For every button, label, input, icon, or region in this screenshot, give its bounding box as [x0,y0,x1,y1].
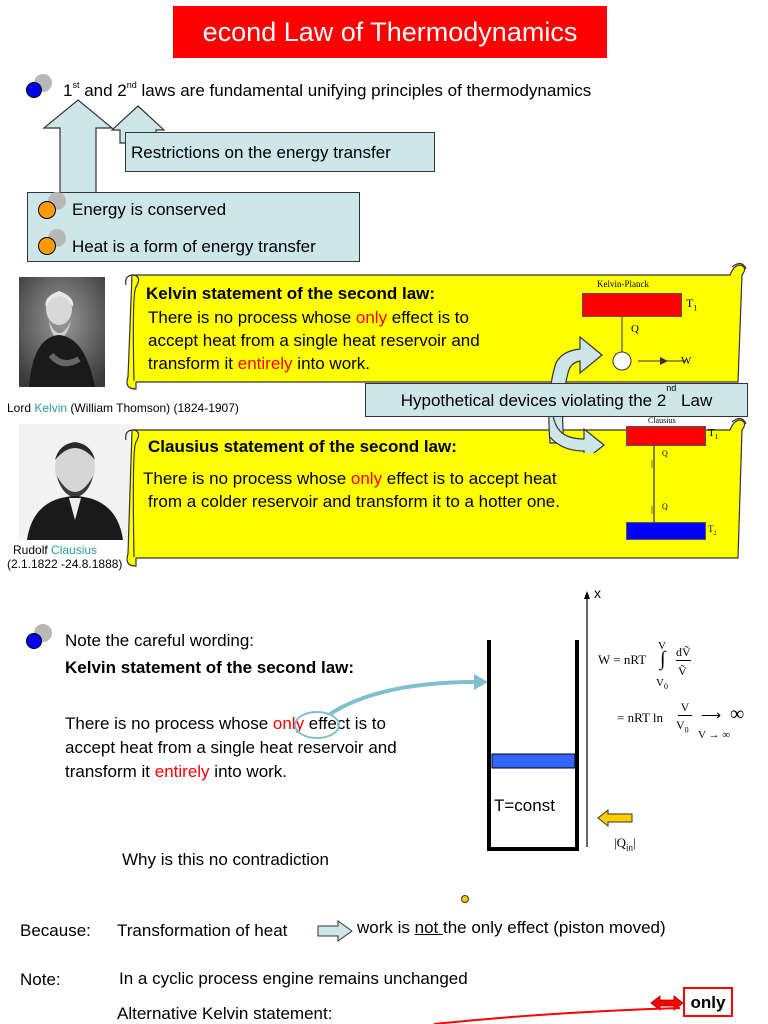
kelvin-line-2: accept heat from a single heat reservoir… [148,331,480,350]
only-highlight-arrow [294,674,488,739]
clausius-dates: (2.1.1822 -24.8.1888) [7,557,123,571]
kelvin-portrait [19,277,105,387]
clausius-line-1: There is no process whose only effect is… [143,469,557,488]
page-title: econd Law of Thermodynamics [173,6,607,58]
clausius-heading: Clausius statement of the second law: [148,437,457,456]
clausius-caption: Rudolf Clausius [13,543,98,557]
right-arrow-icon [317,920,353,942]
note-heading: Kelvin statement of the second law: [65,658,355,677]
limit-arrow: ⟶ [701,709,722,724]
kelvin-q-label: Q [631,323,639,335]
clausius-t1-label: T1 [708,427,719,442]
t1-label: T1 [686,296,698,313]
cold-reservoir [626,522,706,540]
note-line-3: transform it entirely into work. [65,762,288,781]
first-law-box [27,192,360,262]
hot-reservoir [626,426,706,446]
why-text: Why is this no contradiction [122,850,329,869]
because-label: Because: [20,921,91,940]
integrand-num: dṼ [676,645,691,661]
engine-diagram [612,317,686,371]
kelvin-line-1: There is no process whose only effect is… [148,308,469,327]
temperature-label: T=const [494,796,555,815]
heat-energy-text: Heat is a form of energy transfer [72,237,316,256]
kelvin-line-3: transform it entirely into work. [148,354,371,373]
integral-sign: ∫ [660,648,666,670]
because-transformation: Transformation of heat [117,921,288,940]
kelvin-heading: Kelvin statement of the second law: [146,284,436,303]
clausius-portrait [19,424,130,540]
bullet-icon [26,82,42,98]
note-line-2: accept heat from a single heat reservoir… [65,738,397,757]
restrictions-box: Restrictions on the energy transfer [125,132,435,172]
bullet-icon [26,633,42,649]
alternative-kelvin: Alternative Kelvin statement: [117,1004,333,1023]
heat-in-arrow-icon [597,808,633,828]
limit-subscript: V → ∞ [698,729,731,741]
energy-conserved-text: Energy is conserved [72,200,227,219]
bullet-icon [38,237,56,255]
integrand-den: Ṽ [678,664,687,678]
clausius-q-label: Q [662,449,668,458]
qin-label: |Qin| [614,835,636,853]
clausius-diagram-title: Clausius [648,416,676,425]
clausius-q-label: Q [662,502,668,511]
hot-reservoir [582,293,682,317]
integral-upper: V [658,640,666,652]
ln-formula: = nRT ln [617,710,664,725]
ln-den: V0 [676,718,689,735]
only-box: only [683,987,733,1017]
infinity-symbol: ∞ [730,703,745,725]
kelvin-diagram-title: Kelvin-Planck [597,279,649,289]
top-bullet-text: 1st and 2nd laws are fundamental unifyin… [63,80,592,101]
kelvin-caption: Lord Kelvin (William Thomson) (1824-1907… [7,401,239,415]
clausius-line-2: from a colder reservoir and transform it… [148,492,560,511]
dot-marker [461,895,469,903]
work-formula: W = nRT [598,652,647,667]
ln-num: V [678,700,692,716]
note-wording: Note the careful wording: [65,631,254,650]
note2-cyclic: In a cyclic process engine remains uncha… [119,969,468,988]
integral-lower: V0 [656,677,668,692]
clausius-t2-label: T2 [708,524,717,537]
red-curve-arrow [433,1007,681,1024]
x-axis-label: x [594,585,601,601]
note-line-1: There is no process whose only effect is… [65,714,386,733]
heat-flow-diagram [651,446,655,522]
clausius-scroll [125,417,747,567]
kelvin-w-label: W [681,355,692,367]
hypothetical-box: Hypothetical devices violating the 2nd L… [365,383,748,417]
bullet-icon [38,201,56,219]
piston-diagram [487,591,590,851]
note2-label: Note: [20,970,61,989]
because-work: work is not the only effect (piston move… [357,918,666,937]
